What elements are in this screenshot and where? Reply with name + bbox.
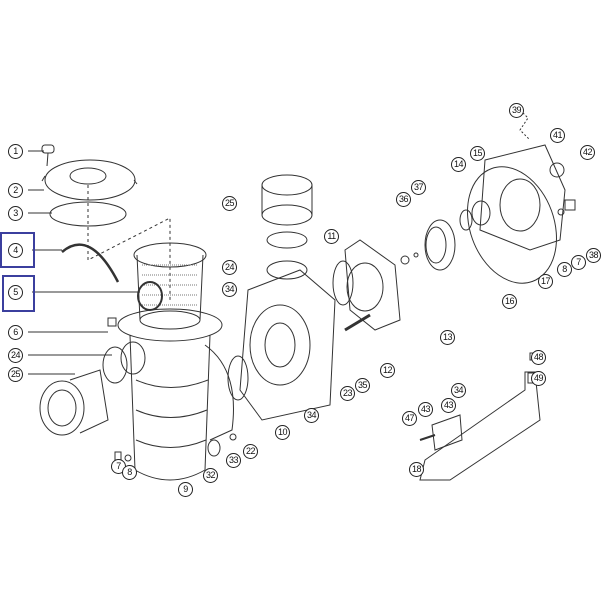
part-number-label: 39: [509, 103, 524, 118]
part-number-label: 14: [451, 157, 466, 172]
knob-part: [41, 144, 55, 167]
union-left: [120, 341, 146, 375]
part-number-label: 8: [122, 465, 137, 480]
part-number-label: 13: [440, 330, 455, 345]
part-number-label: 1: [8, 144, 23, 159]
part-number-label: 12: [380, 363, 395, 378]
part-number-label: 43: [441, 398, 456, 413]
impeller-part: [424, 219, 456, 271]
part-number-label: 38: [586, 248, 601, 263]
part-number-label: 34: [451, 383, 466, 398]
part-number-label: 9: [178, 482, 193, 497]
part-number-label: 41: [550, 128, 565, 143]
oring-left: [102, 346, 128, 384]
part-number-label: 32: [203, 468, 218, 483]
part-number-label: 47: [402, 411, 417, 426]
part-number-label: 3: [8, 206, 23, 221]
base-part: [419, 371, 541, 481]
highlight-box-4: [0, 232, 35, 268]
part-number-label: 6: [8, 325, 23, 340]
part-number-label: 5: [8, 285, 23, 300]
diffuser-part: [344, 239, 401, 331]
part-number-label: 42: [580, 145, 595, 160]
part-number-label: 35: [355, 378, 370, 393]
lid-part: [41, 159, 138, 201]
part-number-label: 25: [222, 196, 237, 211]
part-number-label: 11: [324, 229, 339, 244]
part-number-label: 7: [571, 255, 586, 270]
clip-part: [61, 243, 120, 283]
part-number-label: 16: [502, 294, 517, 309]
motor-flange: [479, 144, 566, 251]
union-top: [261, 174, 313, 280]
part-number-label: 8: [557, 262, 572, 277]
part-number-label: 24: [8, 348, 23, 363]
oring-large: [467, 166, 557, 284]
part-number-label: 37: [411, 180, 426, 195]
part-number-label: 43: [418, 402, 433, 417]
part-number-label: 48: [531, 350, 546, 365]
volute-part: [239, 269, 336, 421]
part-number-label: 36: [396, 192, 411, 207]
part-number-label: 10: [275, 425, 290, 440]
part-number-label: 23: [340, 386, 355, 401]
part-number-label: 15: [470, 146, 485, 161]
part-number-label: 18: [409, 462, 424, 477]
part-number-label: 17: [538, 274, 553, 289]
union-nut-left: [39, 369, 109, 436]
dashed-guide: [87, 185, 171, 300]
oring-part: [49, 201, 127, 227]
part-number-label: 2: [8, 183, 23, 198]
part-number-label: 4: [8, 243, 23, 258]
part-number-label: 24: [222, 260, 237, 275]
part-number-label: 34: [222, 282, 237, 297]
part-number-label: 33: [226, 453, 241, 468]
housing-part: [107, 308, 234, 481]
highlight-box-5: [2, 275, 35, 312]
part-number-label: 25: [8, 367, 23, 382]
part-number-label: 22: [243, 444, 258, 459]
part-number-label: 49: [531, 371, 546, 386]
part-number-label: 34: [304, 408, 319, 423]
